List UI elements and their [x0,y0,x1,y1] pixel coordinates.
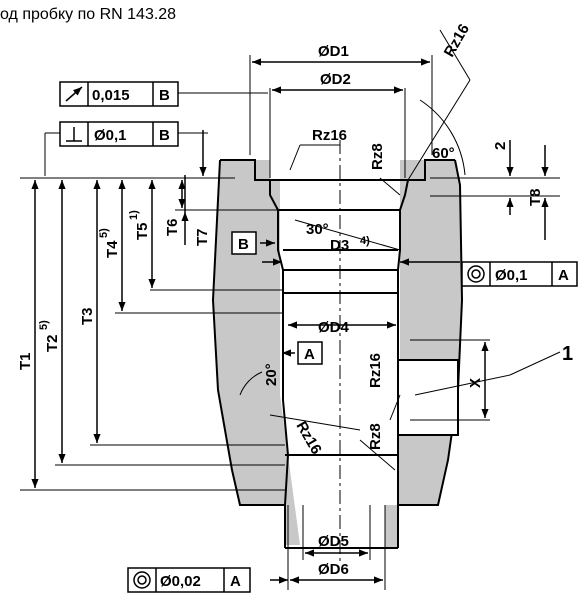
dim-t4-note: 5) [98,228,110,238]
dim-t5-note: 1) [128,210,140,220]
dim-t6: T6 [164,218,181,236]
concentricity-icon [133,571,151,589]
drawing-title: од пробку по RN 143.28 [0,6,177,23]
perpendicularity-icon [66,127,82,142]
right-wall-section [385,160,462,548]
svg-text:A: A [304,346,315,363]
tolerance-frame-concentric-bottom: Ø0,02 A [127,567,251,593]
roughness-top: Rz16 [312,127,347,144]
svg-text:0,015: 0,015 [92,87,130,104]
roughness-corner: Rz16 [441,21,473,60]
dim-d4: ØD4 [318,319,350,336]
dim-d2: ØD2 [320,71,351,88]
svg-text:Ø0,1: Ø0,1 [94,127,127,144]
datum-a: A [297,341,323,365]
roughness-r8-lower: Rz8 [367,423,384,450]
angle-30: 30° [306,221,329,238]
dim-d6: ØD6 [318,561,349,578]
tolerance-frame-perpendicular: Ø0,1 B [59,121,179,147]
side-port [397,359,459,436]
concentricity-icon [467,265,485,283]
angle-60: 60° [432,145,455,162]
dim-d5: ØD5 [318,533,349,550]
tolerance-frame-runout: 0,015 B [59,81,179,107]
svg-text:B: B [238,236,249,253]
tolerance-frame-concentric-mid: Ø0,1 A [461,261,578,287]
dim-d3-note: 4) [360,235,370,247]
dim-t4: T4 [104,240,121,258]
callout-number: 1 [562,343,573,365]
runout-icon [65,86,83,102]
dim-d1: ØD1 [318,43,349,60]
dim-d3: D3 [330,237,349,254]
svg-text:A: A [558,267,569,284]
dim-t5: T5 [134,222,151,240]
extension-lines [20,55,560,590]
svg-text:B: B [159,87,170,104]
dim-t2-note: 5) [38,320,50,330]
dim-x: X [467,378,484,388]
svg-text:B: B [159,127,170,144]
datum-b: B [231,231,257,255]
left-wall-section [213,160,300,545]
leader-lines [44,29,561,471]
dimension-lines [31,58,489,584]
svg-text:Ø0,02: Ø0,02 [160,573,201,590]
svg-text:A: A [230,573,241,590]
dim-t8: T8 [527,188,544,206]
dim-two: 2 [492,142,509,150]
roughness-r16-right: Rz16 [367,353,384,388]
dim-t1: T1 [17,352,34,370]
single-arrows [181,130,549,584]
roughness-r16-lower: Rz16 [293,419,325,458]
dim-t2: T2 [44,334,61,352]
svg-text:Ø0,1: Ø0,1 [495,267,528,284]
dim-t7: T7 [194,228,211,246]
roughness-r8-upper: Rz8 [369,143,386,170]
dim-t3: T3 [79,307,96,325]
angle-20: 20° [263,363,280,386]
